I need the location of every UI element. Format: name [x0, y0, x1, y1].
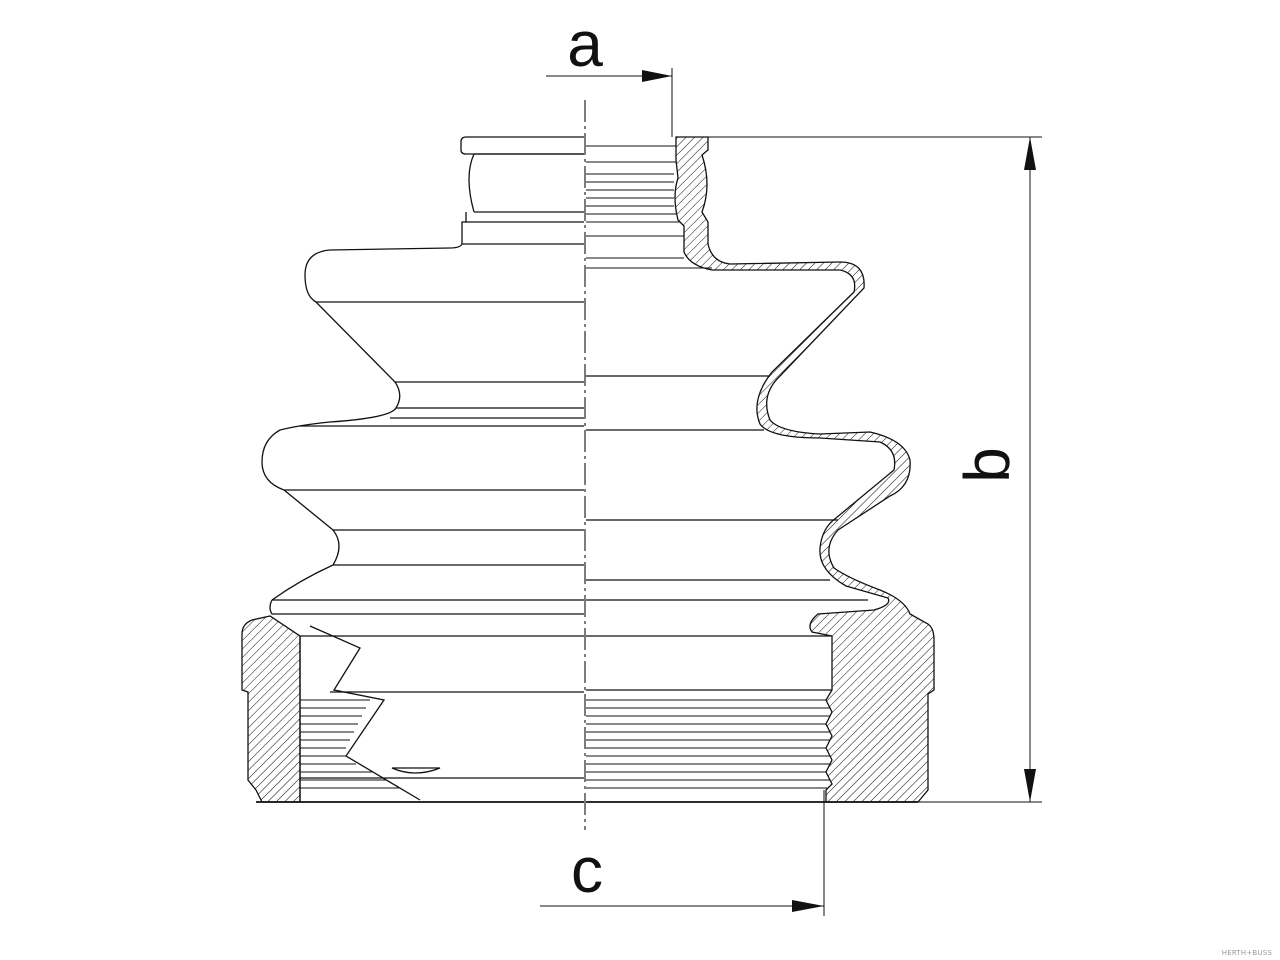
arrow-head-icon [642, 70, 672, 82]
arrow-head-icon [1024, 769, 1036, 802]
dimension-label-c: c [571, 834, 603, 906]
dimension-b: b [708, 136, 1042, 803]
arrow-head-icon [1024, 137, 1036, 170]
watermark: HERTH+BUSS [1222, 949, 1273, 957]
dimension-c: c [540, 790, 825, 916]
dimension-label-b: b [951, 447, 1023, 483]
arrow-head-icon [792, 900, 824, 912]
boot-section-view [586, 136, 935, 803]
boot-exterior-view [241, 136, 584, 803]
dimension-a: a [546, 8, 673, 137]
dimension-label-a: a [567, 8, 603, 80]
